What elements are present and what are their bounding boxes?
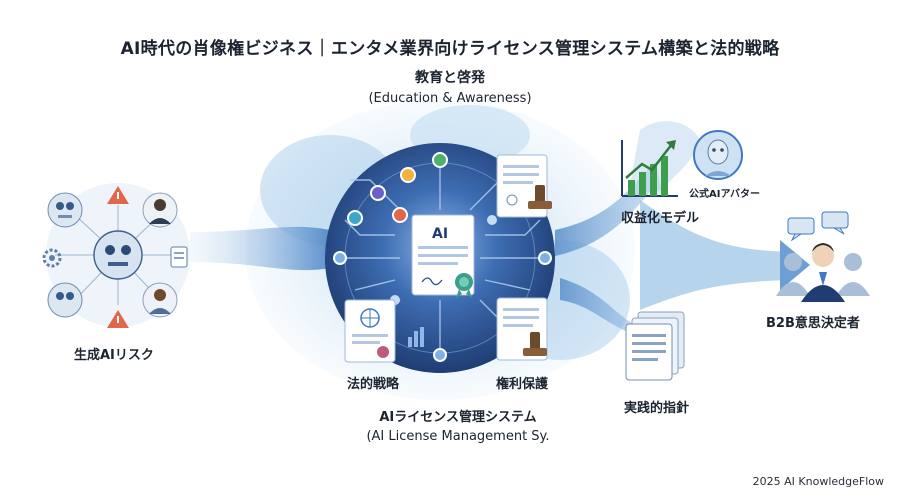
- person-icon: [836, 253, 870, 296]
- robot-head-icon: [93, 230, 143, 280]
- ai-doc-label: AI: [432, 226, 448, 242]
- b2b-label: B2B意思決定者: [766, 316, 860, 331]
- practical-guideline-label: 実践的指針: [624, 401, 690, 416]
- document-icon: [170, 246, 188, 268]
- guideline-documents: [625, 311, 685, 381]
- ai-risk-label: 生成AIリスク: [74, 348, 154, 363]
- legal-certificate: [344, 299, 396, 363]
- rights-document: [496, 297, 548, 361]
- education-block: 教育と啓発 (Education & Awareness): [0, 67, 900, 106]
- monetization-chart: [621, 140, 678, 197]
- person-icon: [801, 243, 845, 302]
- license-system-subtitle: (AI License Management Sy.: [366, 429, 550, 444]
- person-icon: [142, 192, 178, 228]
- education-title: 教育と啓発: [415, 70, 485, 86]
- rights-protection-label: 権利保護: [496, 377, 549, 392]
- chat-bubble-icon: [787, 211, 849, 242]
- robot-head-icon: [47, 282, 83, 318]
- official-avatar-label: 公式AIアバター: [689, 189, 761, 200]
- warning-icon: [107, 186, 129, 204]
- b2b-decision-makers: [776, 211, 870, 302]
- footer-credit: 2025 AI KnowledgeFlow: [752, 475, 884, 488]
- ai-risk-cluster: [42, 183, 190, 328]
- robot-head-icon: [47, 192, 83, 228]
- education-subtitle: (Education & Awareness): [368, 91, 532, 106]
- license-system-title: AIライセンス管理システム: [379, 410, 537, 425]
- monetization-label: 収益化モデル: [621, 211, 700, 226]
- page-title: AI時代の肖像権ビジネス｜エンタメ業界向けライセンス管理システム構築と法的戦略: [120, 39, 780, 59]
- warning-icon: [107, 310, 129, 328]
- person-icon: [776, 253, 810, 296]
- legal-strategy-label: 法的戦略: [347, 377, 400, 392]
- flow-left: [190, 226, 330, 271]
- bar-chart-icon: [408, 327, 424, 347]
- person-icon: [142, 282, 178, 318]
- gear-icon: [42, 248, 62, 268]
- license-system-block: AIライセンス管理システム (AI License Management Sy.: [0, 406, 900, 444]
- ai-license-document: [411, 214, 475, 298]
- contract-document-top: [496, 154, 552, 218]
- avatar-icon: [693, 130, 743, 180]
